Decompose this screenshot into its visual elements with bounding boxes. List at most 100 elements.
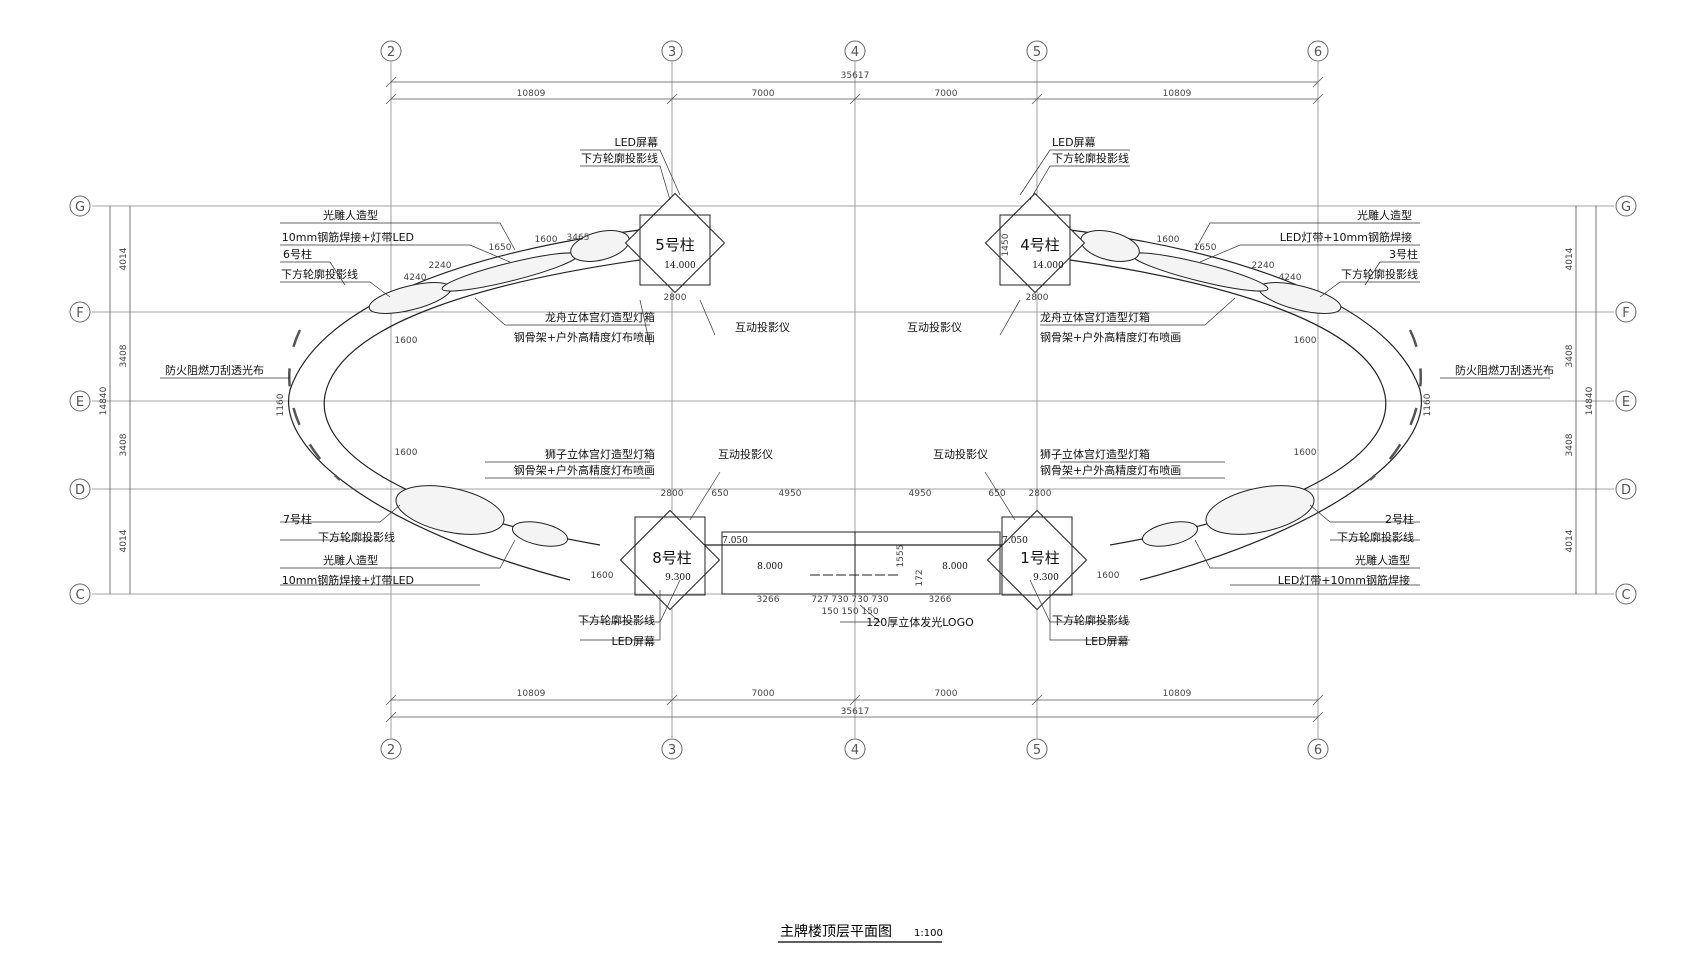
dim-top-seg-3: 7000	[935, 89, 958, 99]
label-outline-col2: 下方轮廓投影线	[1337, 530, 1414, 544]
pillar-4-elev: 14.000	[1032, 261, 1064, 271]
dim-ring-4240-r: 4240	[1279, 273, 1302, 283]
label-outline-col3: 下方轮廓投影线	[1341, 267, 1418, 281]
axis-label-3-bottom: 3	[668, 743, 676, 758]
label-fire-cloth-r: 防火阻燃刀刮透光布	[1455, 363, 1554, 377]
dim-ring-1600-ul: 1600	[395, 336, 418, 346]
dim-small-650-right: 650	[988, 489, 1005, 499]
label-projector-ur: 互动投影仪	[907, 320, 962, 334]
dim-ring-1600-br: 1600	[1097, 571, 1120, 581]
dim-left-seg-1: 4014	[119, 247, 129, 270]
label-dragon-l-2: 钢骨架+户外高精度灯布喷画	[514, 330, 655, 344]
label-led-screen-lr: LED屏幕	[1085, 634, 1129, 648]
dim-bottom-seg-2: 7000	[752, 689, 775, 699]
axis-label-4-top: 4	[851, 45, 859, 60]
label-sculpture-ur: 光雕人造型	[1357, 208, 1412, 222]
dim-right-seg-1: 4014	[1565, 247, 1575, 270]
axis-label-6-bottom: 6	[1314, 743, 1322, 758]
dim-bottom-seg-4: 10809	[1163, 689, 1192, 699]
label-lion-r-2: 钢骨架+户外高精度灯布喷画	[1040, 463, 1181, 477]
label-dragon-l-1: 龙舟立体宫灯造型灯箱	[545, 310, 655, 324]
label-col7: 7号柱	[283, 512, 312, 526]
axis-bubbles-top	[380, 40, 1329, 62]
sculpture-lower-right	[1142, 485, 1315, 547]
axis-label-E-right: E	[1622, 395, 1630, 410]
label-sculpture-ll-2: 10mm钢筋焊接+灯带LED	[282, 573, 414, 587]
label-lion-r-1: 狮子立体宫灯造型灯箱	[1040, 447, 1150, 461]
label-fire-cloth-l: 防火阻燃刀刮透光布	[165, 363, 264, 377]
dim-lower-4: 730	[851, 595, 868, 605]
dim-ring-3465: 3465	[567, 233, 590, 243]
label-led-screen-ll: LED屏幕	[611, 634, 655, 648]
pillar-8-elev: 9.300	[665, 573, 691, 583]
pillar-1-elev: 9.300	[1033, 573, 1059, 583]
dim-right-seg-4: 4014	[1565, 529, 1575, 552]
pillar-5-label: 5号柱	[655, 236, 695, 254]
label-col3: 3号柱	[1389, 247, 1418, 261]
label-logo: 120厚立体发光LOGO	[866, 615, 974, 629]
dim-lower-6: 3266	[929, 595, 952, 605]
label-projector-ul: 互动投影仪	[735, 320, 790, 334]
sculpture-lower-left	[395, 485, 568, 547]
dim-ring-4240-l: 4240	[404, 273, 427, 283]
label-col2: 2号柱	[1385, 512, 1414, 526]
axis-label-6-top: 6	[1314, 45, 1322, 60]
dim-small-1555: 1555	[896, 545, 906, 568]
dim-left-total: 14840	[99, 386, 109, 415]
label-outline-lr: 下方轮廓投影线	[1052, 613, 1129, 627]
dim-ring-1650-l: 1650	[489, 243, 512, 253]
dim-ring-1600-ul2: 1600	[535, 235, 558, 245]
axis-label-C-left: C	[75, 588, 84, 603]
dim-ring-1650-r: 1650	[1194, 243, 1217, 253]
dim-col-width-4: 2800	[1026, 293, 1049, 303]
dim-top-total: 35617	[841, 71, 870, 81]
grid-lines-horizontal	[92, 205, 1614, 595]
sculpture-upper-left	[368, 230, 630, 314]
dim-left-seg-4: 4014	[119, 529, 129, 552]
label-outline-col7: 下方轮廓投影线	[318, 530, 395, 544]
pillar-8-elev2: 7.050	[722, 536, 748, 546]
dim-ring-1600-lr: 1600	[1294, 448, 1317, 458]
pillar-1-shape	[986, 509, 1088, 611]
pillar-1-label: 1号柱	[1020, 549, 1060, 567]
dim-small-150-1: 150	[821, 607, 838, 617]
dim-ring-1160-r: 1160	[1423, 393, 1433, 416]
dim-left-seg-2: 3408	[119, 344, 129, 367]
dim-ring-1160-l: 1160	[276, 393, 286, 416]
label-sculpture-lr-2: LED灯带+10mm钢筋焊接	[1278, 573, 1410, 587]
label-sculpture-ll: 光雕人造型	[323, 553, 378, 567]
label-projector-lr: 互动投影仪	[933, 447, 988, 461]
label-lion-l-1: 狮子立体宫灯造型灯箱	[545, 447, 655, 461]
label-sculpture-lr: 光雕人造型	[1355, 553, 1410, 567]
axis-label-G-left: G	[75, 200, 85, 215]
center-platform	[721, 531, 1001, 595]
sculpture-upper-right	[1080, 230, 1342, 314]
pillar-4-shape	[984, 192, 1086, 294]
label-projector-ll: 互动投影仪	[718, 447, 773, 461]
dim-left-seg-3: 3408	[119, 433, 129, 456]
dim-bottom-seg-3: 7000	[935, 689, 958, 699]
axis-label-E-left: E	[76, 395, 84, 410]
dim-ring-2240-l: 2240	[429, 261, 452, 271]
dim-small-150-3: 150	[861, 607, 878, 617]
dim-right-seg-2: 3408	[1565, 344, 1575, 367]
axis-label-G-right: G	[1621, 200, 1631, 215]
drawing-title: 主牌楼顶层平面图	[780, 923, 892, 940]
dim-col-width-1: 2800	[1029, 489, 1052, 499]
axis-bubbles-left	[69, 195, 91, 605]
axis-label-4-bottom: 4	[851, 743, 859, 758]
dimension-lines-top	[385, 76, 1324, 105]
dim-ring-1450: 1450	[1001, 233, 1011, 256]
dim-lower-2: 727	[811, 595, 828, 605]
dim-right-total: 14840	[1585, 386, 1595, 415]
dim-top-seg-4: 10809	[1163, 89, 1192, 99]
label-sculpture-ur-2: LED灯带+10mm钢筋焊接	[1280, 230, 1412, 244]
dim-ring-2240-r: 2240	[1252, 261, 1275, 271]
label-led-screen-ul: LED屏幕	[614, 135, 658, 149]
drawing-scale: 1:100	[914, 928, 943, 939]
dim-small-150-2: 150	[841, 607, 858, 617]
label-dragon-r-1: 龙舟立体宫灯造型灯箱	[1040, 310, 1150, 324]
axis-label-2-top: 2	[387, 45, 395, 60]
label-col6: 6号柱	[283, 247, 312, 261]
